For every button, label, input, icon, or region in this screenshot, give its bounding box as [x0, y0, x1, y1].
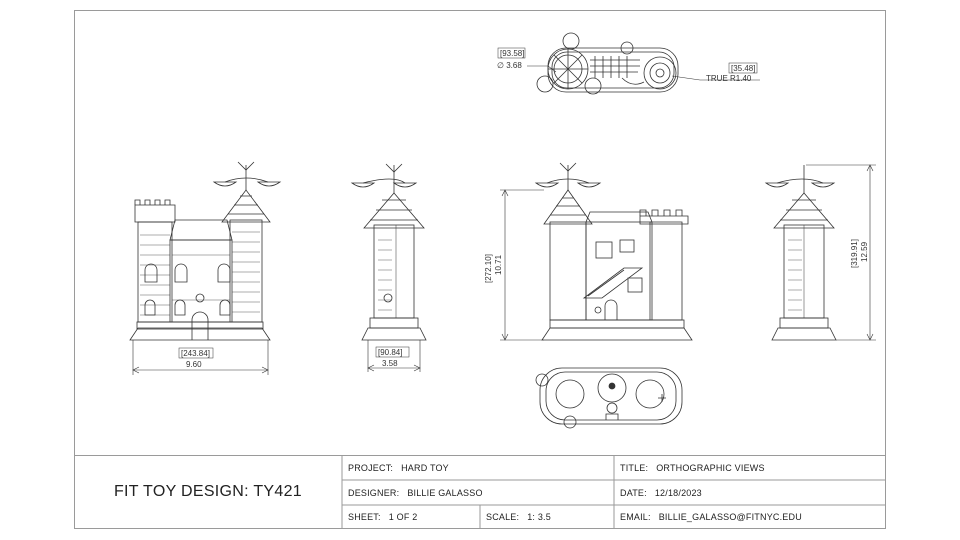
top-dia-in: ∅ 3.68 — [497, 61, 522, 70]
email-value: BILLIE_GALASSO@FITNYC.EDU — [658, 512, 802, 522]
designer-cell: DESIGNER: BILLIE GALASSO — [342, 480, 614, 505]
title-block: FIT TOY DESIGN: TY421 PROJECT: HARD TOY … — [74, 455, 886, 529]
scale-value: 1: 3.5 — [527, 512, 551, 522]
sheet-label: SHEET: — [348, 512, 381, 522]
top-dia-mm: [93.58] — [500, 49, 524, 58]
designer-label: DESIGNER: — [348, 487, 400, 498]
side-width-box — [375, 346, 410, 358]
side-view — [350, 163, 427, 341]
front-width-in: 9.60 — [186, 360, 202, 369]
date-label: DATE: — [620, 487, 647, 498]
company-name: FIT TOY DESIGN: TY421 — [113, 483, 302, 500]
section-height-mm: [272.10] — [484, 254, 493, 283]
section-view — [534, 162, 693, 341]
top-radius-mm: [35.48] — [731, 64, 755, 73]
section-height-dim — [500, 189, 544, 341]
front-width-box — [178, 347, 214, 359]
right-height-dim — [806, 164, 876, 341]
front-width-mm: [243.84] — [181, 349, 210, 358]
title-label: TITLE: — [620, 462, 649, 473]
date-value: 12/18/2023 — [654, 487, 702, 498]
bottom-view — [535, 367, 683, 429]
sheet-value: 1 OF 2 — [388, 512, 418, 522]
top-radius-in: TRUE R1.40 — [706, 74, 752, 83]
sheet-cell: SHEET: 1 OF 2 — [342, 505, 480, 529]
top-view-leaders — [527, 65, 760, 81]
project-label: PROJECT: — [348, 462, 394, 473]
top-dia-box — [497, 47, 526, 59]
side-width-mm: [90.84] — [378, 348, 402, 357]
title-block-grid — [74, 455, 886, 529]
project-cell: PROJECT: HARD TOY — [342, 455, 614, 480]
email-cell: EMAIL: BILLIE_GALASSO@FITNYC.EDU — [614, 505, 886, 529]
designer-value: BILLIE GALASSO — [407, 487, 483, 498]
right-side-view — [764, 165, 837, 341]
date-cell: DATE: 12/18/2023 — [614, 480, 886, 505]
side-width-in: 3.58 — [382, 359, 398, 368]
side-width-dim — [367, 340, 421, 372]
title-cell: TITLE: ORTHOGRAPHIC VIEWS — [614, 455, 886, 480]
front-view — [129, 161, 282, 341]
project-value: HARD TOY — [401, 462, 449, 473]
top-view — [536, 32, 679, 95]
right-height-in: 12.59 — [860, 241, 869, 262]
scale-cell: SCALE: 1: 3.5 — [480, 505, 614, 529]
top-radius-box — [728, 62, 758, 74]
section-height-in: 10.71 — [494, 254, 503, 275]
email-label: EMAIL: — [620, 512, 651, 522]
scale-label: SCALE: — [486, 512, 520, 522]
right-height-mm: [319.91] — [850, 239, 859, 268]
front-width-dim — [132, 340, 269, 375]
title-value: ORTHOGRAPHIC VIEWS — [656, 462, 765, 473]
